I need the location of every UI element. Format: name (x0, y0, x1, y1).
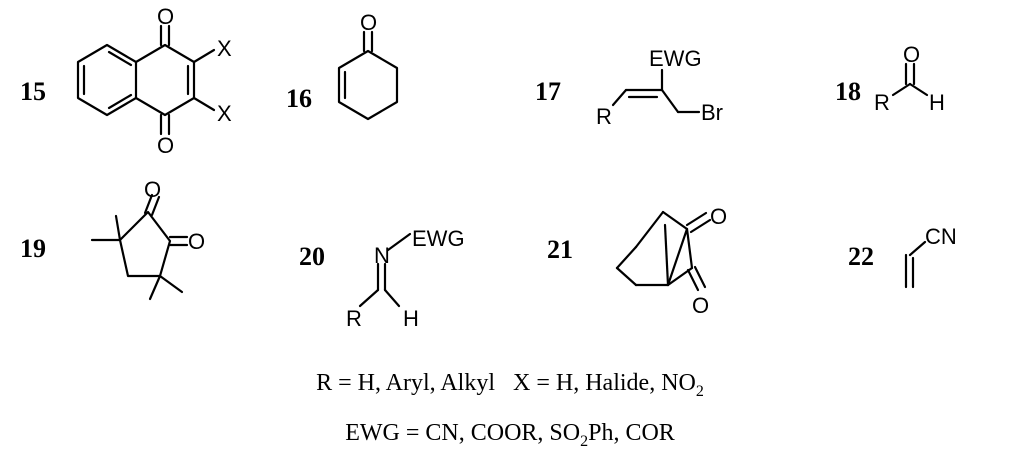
compound-22: 22 CN (848, 224, 957, 289)
compound-number: 22 (848, 242, 874, 271)
oxygen-label: O (692, 293, 709, 318)
oxygen-label: O (710, 204, 727, 229)
nitrile-label: CN (925, 224, 957, 249)
compound-15: 15 O O X X (20, 4, 232, 158)
substituent-x-label: X (217, 36, 232, 61)
compound-20: 20 N EWG R H (299, 226, 465, 331)
legend-line-r-x: R = H, Aryl, Alkyl X = H, Halide, NO2 (0, 370, 1020, 401)
imine-structure (358, 232, 412, 308)
aldehyde-structure (891, 62, 929, 97)
ewg-label: EWG (649, 46, 702, 71)
substituent-r-label: R (346, 306, 362, 331)
cyclohexenone-structure (337, 30, 399, 121)
compound-number: 16 (286, 84, 312, 113)
legend-ewg-definition: EWG = CN, COOR, SO (345, 420, 581, 446)
compound-18: 18 O R H (835, 42, 945, 115)
legend-r-definition: R = H, Aryl, Alkyl (316, 370, 496, 396)
oxygen-label: O (188, 229, 205, 254)
compound-16: 16 O (286, 10, 399, 121)
compound-number: 17 (535, 77, 561, 106)
compound-17: 17 EWG R Br (535, 46, 723, 129)
oxygen-label: O (157, 133, 174, 158)
bromine-label: Br (701, 100, 723, 125)
hydrogen-label: H (403, 306, 419, 331)
substituent-r-label: R (874, 90, 890, 115)
nitrogen-label: N (374, 243, 390, 268)
oxygen-label: O (360, 10, 377, 35)
compound-number: 19 (20, 234, 46, 263)
compound-number: 21 (547, 235, 573, 264)
substituent-x-label: X (217, 101, 232, 126)
compound-number: 20 (299, 242, 325, 271)
compound-21: 21 O O (547, 204, 727, 318)
compound-19: 19 O O (20, 177, 205, 301)
hydrogen-label: H (929, 90, 945, 115)
cyclopentanedione-structure (90, 193, 189, 301)
legend-ewg-subscript: 2 (580, 432, 589, 450)
acrylonitrile-structure (904, 240, 927, 289)
allylic-bromide-structure (611, 68, 701, 114)
legend-x-subscript: 2 (695, 382, 704, 400)
legend-x-definition: X = H, Halide, NO (513, 370, 696, 396)
oxygen-label: O (144, 177, 161, 202)
oxygen-label: O (903, 42, 920, 67)
bicyclic-dione-structure (615, 210, 712, 292)
compound-number: 18 (835, 77, 861, 106)
legend-line-ewg: EWG = CN, COOR, SO2Ph, COR (0, 420, 1020, 451)
oxygen-label: O (157, 4, 174, 29)
naphthoquinone-structure (76, 24, 216, 136)
substituent-r-label: R (596, 104, 612, 129)
ewg-label: EWG (412, 226, 465, 251)
compound-number: 15 (20, 77, 46, 106)
legend-ewg-definition-end: Ph, COR (588, 420, 675, 446)
